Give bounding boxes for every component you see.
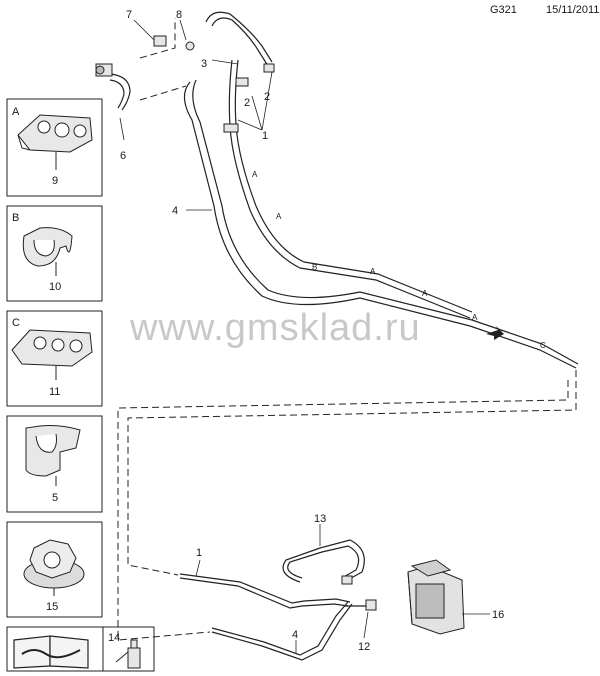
clip-b-icon <box>22 227 73 267</box>
flange-nut-icon <box>23 539 85 589</box>
callout-3: 3 <box>201 58 207 70</box>
callout-13: 13 <box>314 513 326 525</box>
fuel-line-upper-b <box>229 123 473 319</box>
callout-12: 12 <box>358 641 370 653</box>
callout-2a: 2 <box>244 97 250 109</box>
fuel-line-left-top <box>109 73 131 111</box>
section-marker: A <box>472 313 478 322</box>
diagram-date: 15/11/2011 <box>546 4 600 16</box>
inset-letter: A <box>12 106 20 118</box>
direction-arrow-icon <box>486 326 504 340</box>
fitting-icon <box>95 35 377 611</box>
callout-4b: 4 <box>292 629 298 641</box>
inset-box-14: 14 <box>6 626 155 672</box>
manual-book-icon <box>13 635 89 669</box>
inset-number: 5 <box>52 492 58 504</box>
inset-number: 10 <box>49 281 61 293</box>
callout-8: 8 <box>176 9 182 21</box>
callout-4a: 4 <box>172 205 178 217</box>
fuel-line-lower <box>179 573 370 661</box>
inset-letter: C <box>12 317 20 329</box>
watermark: www.gmsklad.ru <box>129 307 421 349</box>
section-marker: A <box>422 289 428 298</box>
clip-a-icon <box>17 114 93 153</box>
charcoal-canister-icon <box>407 559 465 635</box>
callout-2b: 2 <box>264 91 270 103</box>
inset-number: 11 <box>49 386 60 398</box>
fuel-line-upper <box>183 79 579 369</box>
inset-box-c: C 11 <box>6 310 103 407</box>
callout-1a: 1 <box>262 130 268 142</box>
inset-number: 14 <box>108 632 120 644</box>
inset-number: 9 <box>52 175 58 187</box>
clip-c-icon <box>11 329 93 367</box>
fuel-line-top <box>205 11 273 127</box>
callout-7: 7 <box>126 9 132 21</box>
section-marker: A <box>276 212 282 221</box>
diagram-code: G321 <box>490 4 517 16</box>
callout-6: 6 <box>120 150 126 162</box>
leader-dashed-lines <box>117 18 577 641</box>
inset-box-a: A 9 <box>6 98 103 197</box>
inset-box-b: B 10 <box>6 205 103 302</box>
inset-letter: B <box>12 212 19 224</box>
section-marker: A <box>370 267 376 276</box>
clip-5-icon <box>25 425 81 477</box>
callout-16: 16 <box>492 609 504 621</box>
sealant-bottle-icon <box>115 639 141 669</box>
inset-number: 15 <box>46 601 58 613</box>
callout-leaders <box>119 19 490 654</box>
section-marker: C <box>540 341 546 350</box>
section-marker: A <box>252 170 258 179</box>
inset-box-5: 5 <box>6 415 103 513</box>
inset-box-15: 15 <box>6 521 103 618</box>
fuel-line-13 <box>282 539 365 583</box>
callout-1b: 1 <box>196 547 202 559</box>
section-marker: B <box>312 263 317 272</box>
